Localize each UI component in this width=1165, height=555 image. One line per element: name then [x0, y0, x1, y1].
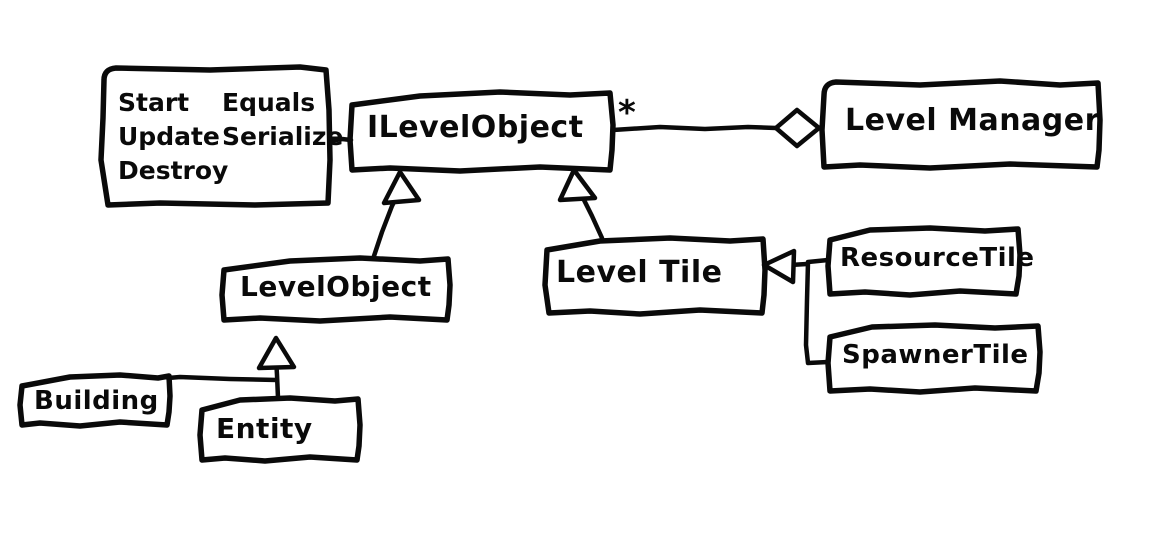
levelmanager-label: Level Manager	[845, 103, 1100, 138]
resourcetile-box	[825, 225, 1023, 298]
building-label: Building	[34, 386, 159, 416]
edge-leveltile-ilevelobject	[557, 167, 605, 241]
methods-right-column: Equals Serialize	[222, 86, 343, 154]
spawnertile-box	[825, 322, 1043, 395]
levelobject-box	[219, 255, 453, 324]
leveltile-box	[542, 235, 768, 317]
generalization-triangle-icon	[761, 248, 797, 285]
ilevelobject-box	[347, 89, 616, 174]
methods-note-box	[98, 64, 333, 208]
edge-levelobject-ilevelobject	[371, 169, 422, 259]
leveltile-label: Level Tile	[556, 255, 723, 290]
entity-label: Entity	[216, 412, 313, 445]
generalization-triangle-icon	[381, 169, 422, 206]
method-serialize: Serialize	[222, 122, 344, 151]
levelobject-label: LevelObject	[240, 270, 432, 303]
aggregation-diamond-icon	[773, 107, 822, 149]
generalization-triangle-icon	[557, 167, 598, 203]
methods-left-column: Start Update Destroy	[118, 86, 228, 188]
edge-ilevelobject-levelmanager	[610, 107, 822, 149]
spawnertile-label: SpawnerTile	[842, 340, 1029, 370]
method-equals: Equals	[222, 88, 316, 117]
edge-entity-building-levelobject	[165, 335, 297, 401]
ilevelobject-label: ILevelObject	[367, 110, 584, 145]
generalization-triangle-icon	[256, 335, 297, 371]
method-destroy: Destroy	[118, 156, 229, 185]
edge-tiles-leveltile	[761, 248, 831, 366]
method-update: Update	[118, 122, 220, 151]
levelmanager-box	[819, 78, 1103, 171]
building-box	[17, 372, 173, 429]
method-start: Start	[118, 88, 190, 117]
resourcetile-label: ResourceTile	[840, 243, 1035, 273]
multiplicity-star: *	[618, 93, 636, 133]
entity-box	[197, 395, 363, 464]
